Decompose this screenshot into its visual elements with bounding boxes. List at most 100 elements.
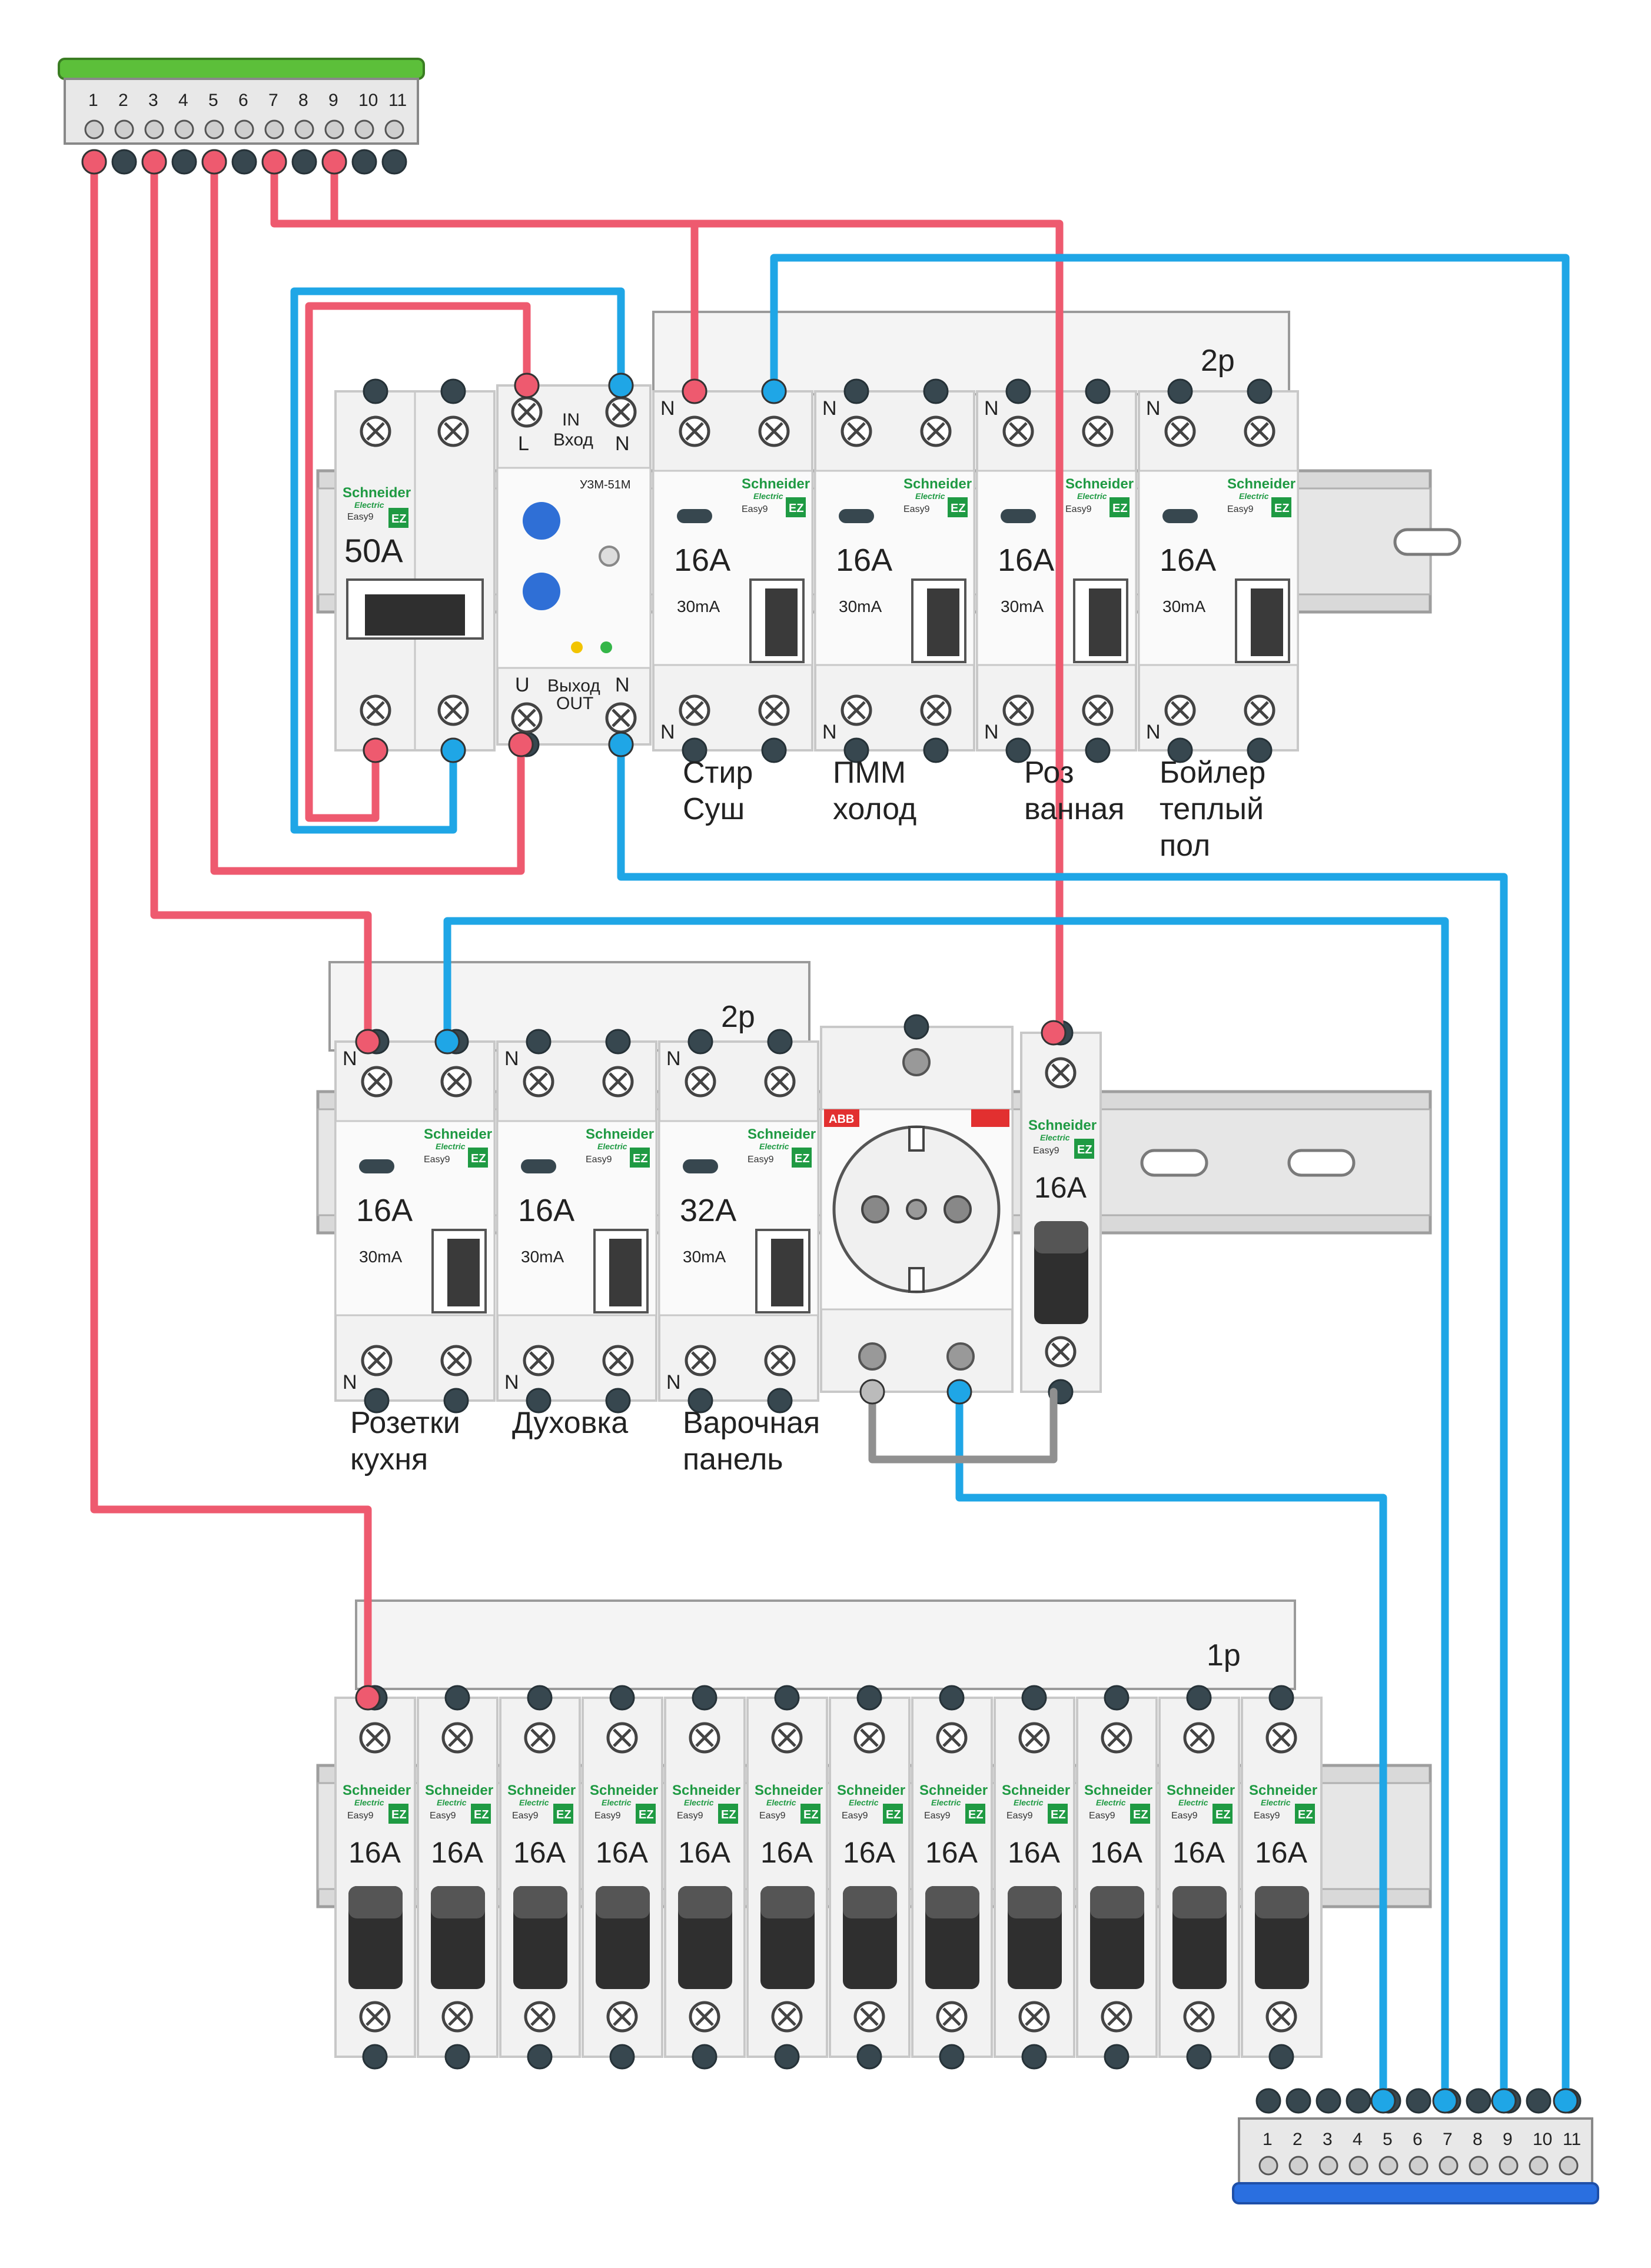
series-label: Easy9	[924, 1811, 951, 1821]
breaker-body	[334, 1697, 416, 2058]
wire-endpoints	[81, 149, 1579, 2114]
terminal	[526, 1388, 552, 1414]
rating-label: 16A	[1160, 543, 1216, 578]
ez-badge	[388, 1804, 408, 1824]
brand-label: Schneider	[507, 1783, 576, 1798]
rating-label: 32A	[680, 1193, 736, 1228]
series-label: Easy9	[759, 1811, 786, 1821]
relay-model: УЗМ-51М	[580, 478, 631, 491]
terminal	[1255, 2088, 1281, 2114]
screw-slot	[860, 2007, 879, 2026]
screw-slot	[444, 701, 463, 720]
terminal	[1247, 737, 1273, 763]
brand-label: Schneider	[590, 1783, 658, 1798]
terminal	[1247, 378, 1273, 404]
leakage-label: 30mA	[677, 597, 720, 616]
brand-label: Schneider	[343, 1783, 411, 1798]
comb-label: 2p	[721, 1000, 755, 1034]
bus-number: 3	[148, 91, 158, 110]
wire-neutral-row1	[770, 254, 1570, 2105]
brand-sub: Electric	[849, 1798, 879, 1807]
test-button	[683, 1159, 718, 1173]
bus-screw	[1499, 2156, 1519, 2176]
brand-sub: Electric	[766, 1798, 796, 1807]
circuit-caption: Стир	[683, 756, 753, 790]
terminal	[1316, 2088, 1341, 2114]
toggle-lever	[365, 594, 465, 636]
terminal	[1167, 378, 1193, 404]
comb-label: 1p	[1207, 1638, 1241, 1672]
screw-slot	[530, 2007, 549, 2026]
brand-sub: Electric	[354, 1798, 384, 1807]
brand-label: Schneider	[672, 1783, 740, 1798]
socket-center	[906, 1199, 927, 1220]
screw-slot	[770, 1072, 789, 1091]
circuit-caption: ванная	[1024, 792, 1124, 826]
ez-badge	[1048, 1804, 1068, 1824]
brand-label: Schneider	[1065, 476, 1134, 492]
toggle-top	[513, 1886, 567, 1918]
circuit-caption: Розетки	[350, 1406, 460, 1440]
toggle-top	[1255, 1886, 1309, 1918]
leakage-label: 30mA	[1001, 597, 1044, 616]
relay-term-l: L	[518, 433, 529, 455]
wire-dot	[355, 1685, 381, 1711]
screw-slot	[942, 2007, 961, 2026]
screw-slot	[778, 2007, 796, 2026]
ez-text: EZ	[556, 1808, 572, 1821]
terminal	[767, 1388, 793, 1414]
terminal	[1285, 2088, 1311, 2114]
bus-screw	[324, 119, 344, 139]
bus-number: 7	[1443, 2130, 1453, 2149]
terminal	[923, 737, 949, 763]
ez-badge	[1271, 497, 1291, 517]
series-label: Easy9	[742, 504, 768, 514]
rating-label: 16A	[1172, 1836, 1225, 1869]
screw-slot	[695, 1728, 714, 1747]
brand-sub: Electric	[1261, 1798, 1291, 1807]
terminal	[1085, 378, 1111, 404]
brand-sub: Electric	[931, 1798, 961, 1807]
terminal	[1406, 2088, 1431, 2114]
terminal	[1104, 2044, 1130, 2070]
comb-label: 2p	[1201, 344, 1235, 378]
terminal	[1005, 737, 1031, 763]
bus-number: 4	[1353, 2130, 1363, 2149]
rating-label: 16A	[678, 1836, 731, 1869]
ez-badge	[1109, 497, 1130, 517]
screw-slot	[691, 1351, 710, 1370]
circuit-caption: пол	[1160, 829, 1210, 863]
brand-label: Schneider	[1227, 476, 1295, 492]
wire-neutral-socket	[955, 1388, 1387, 2105]
bus-number: 10	[1533, 2130, 1552, 2149]
ez-badge	[1295, 1804, 1315, 1824]
n-mark: N	[984, 721, 999, 743]
terminal	[444, 1685, 470, 1711]
ez-badge	[1212, 1804, 1233, 1824]
bus-number: 10	[358, 91, 378, 110]
comb-body	[328, 961, 810, 1052]
bus-cap	[58, 58, 425, 80]
terminal	[1104, 1685, 1130, 1711]
bus-number: 7	[268, 91, 278, 110]
wire-dot	[1553, 2088, 1579, 2114]
relay-knob	[523, 573, 560, 610]
terminal	[939, 2044, 965, 2070]
terminal	[682, 737, 707, 763]
terminal	[440, 378, 466, 404]
wire-dot	[434, 1029, 460, 1055]
bus-number: 8	[1473, 2130, 1483, 2149]
comb-body	[652, 311, 1290, 395]
screw-slot	[860, 1728, 879, 1747]
brand-sub: Electric	[437, 1798, 467, 1807]
terminal	[364, 1388, 390, 1414]
relay-term-u: U	[515, 674, 530, 696]
